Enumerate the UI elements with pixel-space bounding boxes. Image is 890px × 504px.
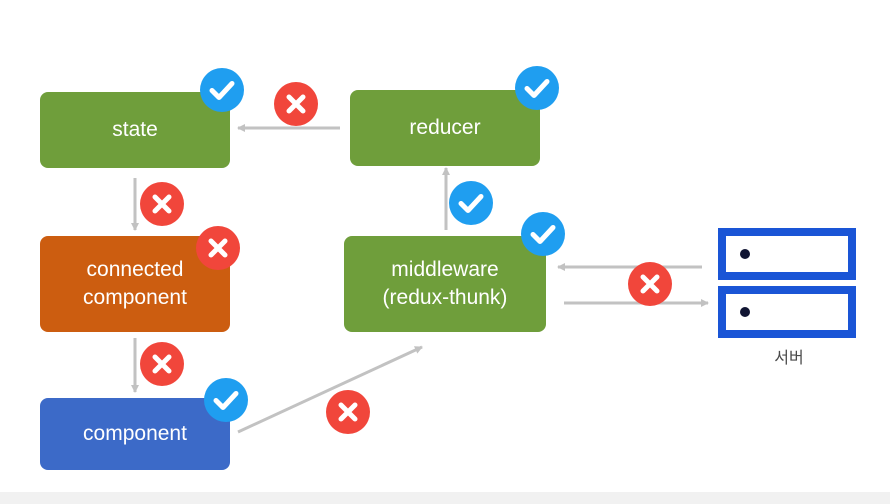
cross-icon bbox=[628, 262, 672, 306]
middleware-node-label: middleware (redux-thunk) bbox=[382, 258, 508, 309]
check-icon bbox=[200, 68, 244, 112]
component-node: component bbox=[40, 398, 230, 470]
state-node: state bbox=[40, 92, 230, 168]
server-unit-top bbox=[718, 228, 856, 280]
reducer-node: reducer bbox=[350, 90, 540, 166]
middleware-node: middleware (redux-thunk) bbox=[344, 236, 546, 332]
server-led-icon bbox=[740, 307, 750, 317]
state-node-label: state bbox=[112, 118, 158, 141]
arrow-component-to-middleware bbox=[237, 345, 423, 434]
server-label: 서버 bbox=[774, 348, 804, 367]
reducer-node-label: reducer bbox=[409, 116, 481, 139]
cross-icon bbox=[140, 342, 184, 386]
component-node-label: component bbox=[83, 422, 187, 445]
check-icon bbox=[204, 378, 248, 422]
bottom-divider bbox=[0, 492, 890, 504]
check-icon bbox=[515, 66, 559, 110]
server-unit-bottom bbox=[718, 286, 856, 338]
connected-component-node-label: connected component bbox=[83, 258, 187, 309]
cross-icon bbox=[140, 182, 184, 226]
server-led-icon bbox=[740, 249, 750, 259]
check-icon bbox=[449, 181, 493, 225]
cross-icon bbox=[196, 226, 240, 270]
cross-icon bbox=[326, 390, 370, 434]
check-icon bbox=[521, 212, 565, 256]
cross-icon bbox=[274, 82, 318, 126]
